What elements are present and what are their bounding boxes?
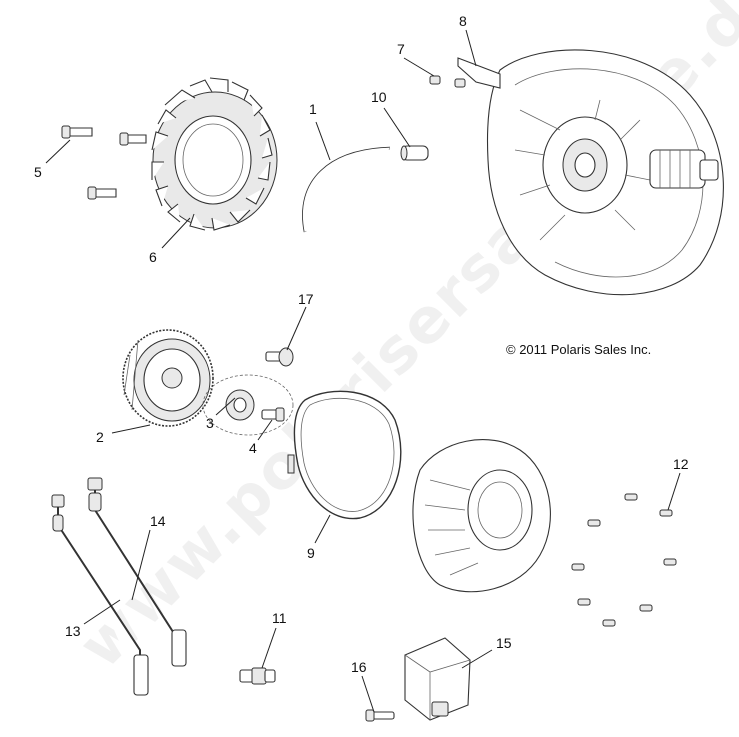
copyright-notice: © 2011 Polaris Sales Inc. xyxy=(506,342,652,357)
callout-5: 5 xyxy=(34,164,42,180)
magneto-cover xyxy=(412,439,551,593)
callout-14: 14 xyxy=(150,513,166,529)
callout-1: 1 xyxy=(309,101,317,117)
callout-3: 3 xyxy=(206,415,214,431)
stator-screws xyxy=(61,125,147,200)
callout-9: 9 xyxy=(307,545,315,561)
callout-17: 17 xyxy=(298,291,314,307)
callout-2: 2 xyxy=(96,429,104,445)
leader-lines xyxy=(45,29,681,713)
callout-13: 13 xyxy=(65,623,81,639)
callout-15: 15 xyxy=(496,635,512,651)
callout-16: 16 xyxy=(351,659,367,675)
regulator-bolt xyxy=(365,709,395,722)
stator xyxy=(151,77,278,231)
flywheel xyxy=(122,329,214,427)
cover-screws xyxy=(571,493,677,627)
callout-7: 7 xyxy=(397,41,405,57)
starter-gear xyxy=(265,347,294,367)
flywheel-housing xyxy=(429,49,724,296)
voltage-regulator xyxy=(404,637,471,721)
callout-10: 10 xyxy=(371,89,387,105)
callout-4: 4 xyxy=(249,440,257,456)
spark-plug xyxy=(239,667,276,685)
hub-group xyxy=(202,374,294,436)
callout-6: 6 xyxy=(149,249,157,265)
spark-plug-wires xyxy=(51,477,187,696)
sleeve xyxy=(400,145,429,161)
callout-11: 11 xyxy=(272,610,287,626)
callout-8: 8 xyxy=(459,13,467,29)
gasket xyxy=(287,390,402,520)
callout-12: 12 xyxy=(673,456,689,472)
